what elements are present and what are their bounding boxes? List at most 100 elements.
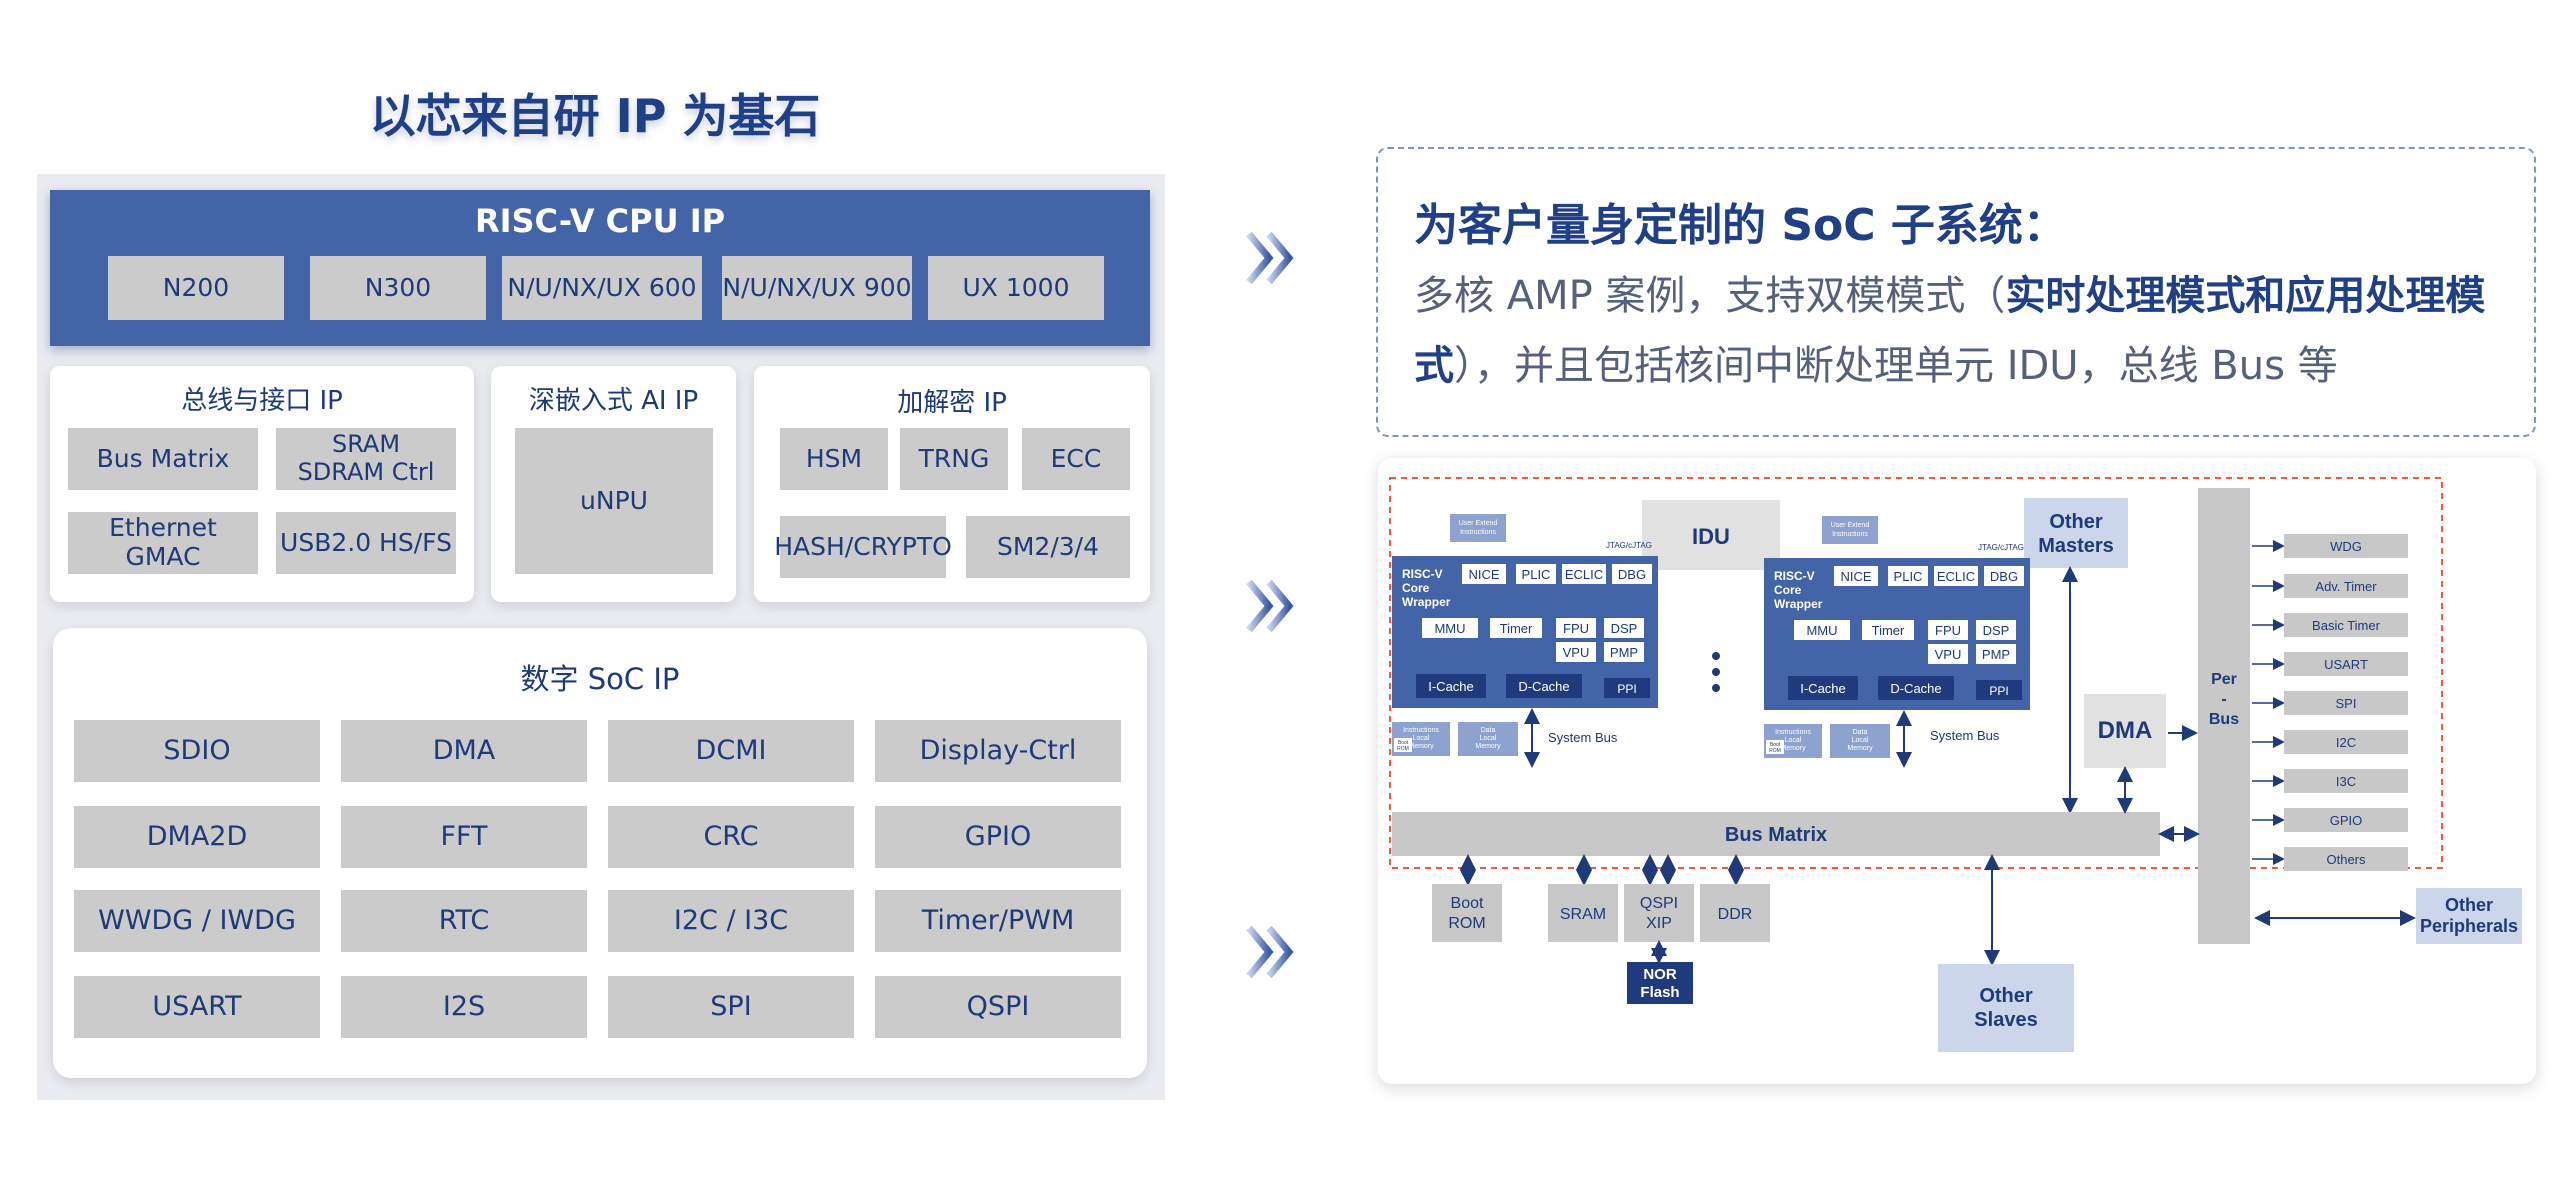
- icache-label: I-Cache: [1800, 681, 1846, 696]
- fpu-box: [1556, 618, 1596, 638]
- ellipsis-dot: [1712, 668, 1720, 676]
- mmu-box: [1422, 618, 1478, 638]
- eclic-label: ECLIC: [1937, 569, 1975, 584]
- soc-chip: SPI: [608, 976, 854, 1038]
- data-mem-line: Memory: [1475, 743, 1501, 750]
- nice-box: [1462, 564, 1506, 584]
- peripheral-i2c: [2284, 730, 2408, 754]
- fpu-label: FPU: [1935, 623, 1961, 638]
- nor-flash-line: NOR: [1643, 966, 1677, 983]
- ellipsis-dot: [1712, 684, 1720, 692]
- qspi-xip-line: XIP: [1646, 915, 1672, 932]
- mmu-label: MMU: [1434, 621, 1465, 636]
- timer-label: Timer: [1500, 621, 1533, 636]
- info-text-c: ），并且包括核间中断处理单元 IDU，总线 Bus 等: [1454, 343, 2338, 389]
- crypto-chip: TRNG: [900, 428, 1008, 490]
- plic-label: PLIC: [1522, 567, 1551, 582]
- boot-rom-mini: [1394, 738, 1412, 752]
- user-extend-line: Instructions: [1832, 531, 1868, 538]
- boot-rom-mini-line: Boot: [1398, 740, 1409, 746]
- dsp-label: DSP: [1983, 623, 2010, 638]
- soc-chip: DMA: [341, 720, 587, 782]
- dcache-box: [1878, 676, 1954, 700]
- other-masters-line: Other: [2049, 511, 2103, 533]
- double-chevron-right-icon: [1246, 925, 1294, 979]
- ppi-label: PPI: [1617, 682, 1636, 696]
- other-masters-block: [2024, 498, 2128, 568]
- boot-rom-mini: [1766, 740, 1784, 754]
- timer-box: [1862, 620, 1914, 640]
- peripheral-gpio: [2284, 808, 2408, 832]
- info-text-highlight: 实时处理模式和应用处理模式: [1414, 273, 2486, 389]
- peripheral-label: I2C: [2336, 735, 2356, 750]
- data-mem-line: Local: [1480, 735, 1497, 742]
- nice-label: NICE: [1840, 569, 1871, 584]
- instr-mem-line: Instructions: [1403, 727, 1439, 734]
- timer-label: Timer: [1872, 623, 1905, 638]
- instr-mem-line: Memory: [1408, 743, 1434, 750]
- idu-label: IDU: [1692, 524, 1730, 549]
- other-masters-line: Masters: [2038, 535, 2114, 557]
- dma-label: DMA: [2098, 717, 2153, 744]
- other-peripherals-block: [2416, 888, 2522, 944]
- mmu-label: MMU: [1806, 623, 1837, 638]
- plic-box: [1516, 564, 1556, 584]
- nice-label: NICE: [1468, 567, 1499, 582]
- info-text-a: 多核 AMP 案例，支持双模模式（: [1414, 273, 2006, 319]
- ellipsis-dot: [1712, 652, 1720, 660]
- dbg-box: [1984, 566, 2024, 586]
- peripheral-adv-timer: [2284, 574, 2408, 598]
- soc-chip: DMA2D: [74, 806, 320, 868]
- nice-box: [1834, 566, 1878, 586]
- core-wrapper-line: RISC-V: [1402, 567, 1443, 581]
- icache-box: [1788, 676, 1858, 700]
- system-bus-label: System Bus: [1930, 728, 2000, 743]
- soc-chip: GPIO: [875, 806, 1121, 868]
- cpu-core-chip: N/U/NX/UX 900: [722, 256, 912, 320]
- peripheral-spi: [2284, 691, 2408, 715]
- vpu-label: VPU: [1563, 645, 1590, 660]
- peripheral-label: Others: [2326, 852, 2366, 867]
- info-text: 多核 AMP 案例，支持双模模式（实时处理模式和应用处理模式），并且包括核间中断…: [1414, 261, 2514, 401]
- crypto-ip-title: 加解密 IP: [897, 388, 1007, 418]
- boot-rom-line: Boot: [1451, 895, 1484, 912]
- peripheral-label: SPI: [2336, 696, 2357, 711]
- vpu-box: [1556, 642, 1596, 662]
- soc-chip: Display-Ctrl: [875, 720, 1121, 782]
- core-wrapper-line: Wrapper: [1402, 595, 1451, 609]
- crypto-chip: HSM: [780, 428, 888, 490]
- jtag-label: JTAG/cJTAG: [1978, 543, 2024, 552]
- plic-label: PLIC: [1894, 569, 1923, 584]
- eclic-box: [1934, 566, 1978, 586]
- soc-chip: USART: [74, 976, 320, 1038]
- fpu-box: [1928, 620, 1968, 640]
- instr-mem-line: Memory: [1780, 745, 1806, 752]
- boot-rom-line: ROM: [1448, 915, 1485, 932]
- boot-rom-mini-line: ROM: [1769, 748, 1781, 754]
- soc-chip: DCMI: [608, 720, 854, 782]
- bus-matrix-label: Bus Matrix: [1725, 824, 1827, 846]
- dcache-label: D-Cache: [1890, 681, 1941, 696]
- per-bus-line: -: [2221, 691, 2226, 708]
- per-bus-block: [2198, 488, 2250, 944]
- data-local-memory: [1830, 724, 1890, 758]
- eclic-box: [1562, 564, 1606, 584]
- data-mem-line: Data: [1481, 727, 1496, 734]
- crypto-chip: SM2/3/4: [966, 516, 1130, 578]
- double-chevron-right-icon: [1246, 231, 1294, 285]
- instr-mem-line: Local: [1785, 737, 1802, 744]
- info-heading: 为客户量身定制的 SoC 子系统：: [1414, 200, 2067, 251]
- boot-rom-mini-line: ROM: [1397, 746, 1409, 752]
- other-peripherals-line: Other: [2445, 895, 2493, 915]
- soc-chip: FFT: [341, 806, 587, 868]
- core-wrapper-line: Core: [1774, 583, 1802, 597]
